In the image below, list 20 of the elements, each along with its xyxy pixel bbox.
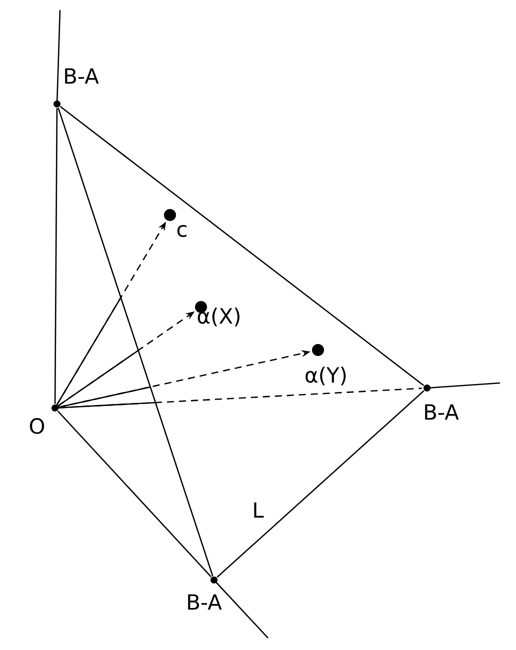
point-dot bbox=[54, 100, 60, 108]
point-label: α(X) bbox=[198, 308, 240, 326]
point-label: B-A bbox=[425, 404, 459, 420]
line bbox=[59, 388, 422, 408]
point-label: α(Y) bbox=[306, 366, 346, 386]
point-label: B-A bbox=[188, 594, 222, 610]
point-dot bbox=[164, 209, 176, 221]
point-label: c bbox=[177, 224, 186, 238]
point-dot bbox=[210, 576, 218, 584]
point-label: B-A bbox=[65, 68, 99, 84]
line bbox=[58, 108, 214, 576]
point-dot bbox=[424, 384, 430, 392]
point-dot bbox=[52, 404, 58, 412]
line bbox=[54, 108, 58, 404]
line bbox=[216, 390, 424, 578]
line bbox=[57, 410, 212, 578]
point-label: O bbox=[30, 418, 44, 434]
line bbox=[60, 106, 424, 386]
region-label: L bbox=[254, 502, 264, 518]
point-dot bbox=[312, 344, 324, 356]
